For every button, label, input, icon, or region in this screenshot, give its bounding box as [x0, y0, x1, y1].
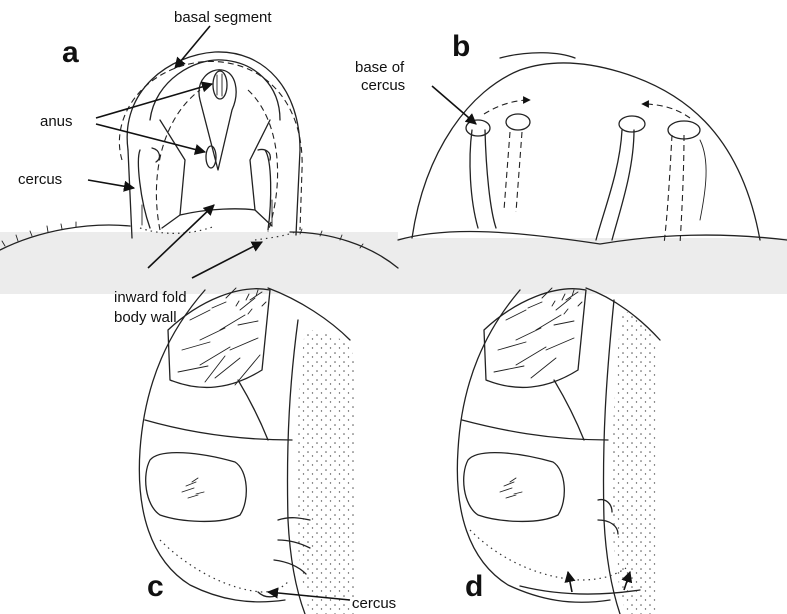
label-inward-fold-line1: inward fold: [114, 289, 187, 306]
label-base-of-cercus-line1: base of: [355, 59, 405, 76]
panel-b-background: [398, 238, 787, 294]
panel-c-setae: [178, 288, 266, 385]
panel-label-c: c: [147, 570, 164, 603]
panel-label-d: d: [465, 570, 483, 603]
label-inward-fold-line2: body wall: [114, 309, 177, 326]
label-anus: anus: [40, 113, 73, 130]
label-cercus-c: cercus: [352, 595, 396, 612]
panel-a-background: [0, 232, 398, 294]
panel-label-a: a: [62, 36, 79, 69]
panel-b-drawing: [398, 53, 787, 244]
panel-d-drawing: [457, 288, 660, 614]
panel-d-setae: [494, 288, 582, 378]
panel-c-drawing: [139, 288, 355, 614]
label-cercus-a: cercus: [18, 171, 62, 188]
panel-label-b: b: [452, 30, 470, 63]
label-base-of-cercus-line2: cercus: [361, 77, 405, 94]
label-basal-segment: basal segment: [174, 9, 272, 26]
